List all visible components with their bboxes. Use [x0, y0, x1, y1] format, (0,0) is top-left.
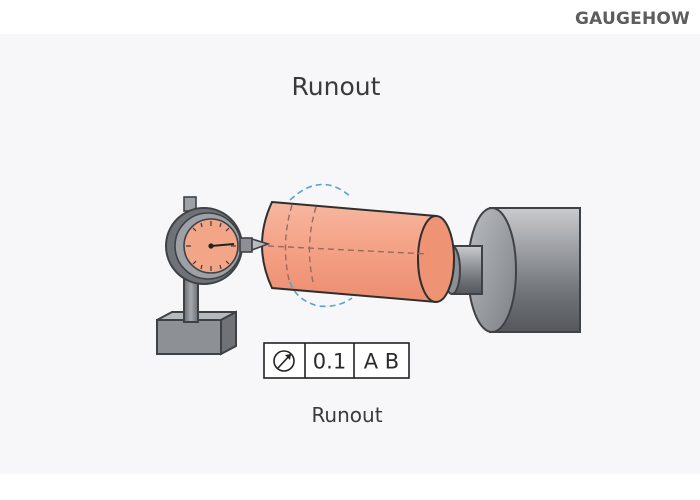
dial-plunger: [251, 237, 271, 252]
lathe-chuck: [443, 207, 581, 333]
dial-indicator: [165, 196, 271, 285]
feature-control-frame: 0.1 A B: [263, 342, 410, 379]
runout-path-back: [289, 183, 353, 201]
runout-path-front: [289, 281, 353, 308]
runout-arrow-icon: [273, 350, 295, 372]
diagram-title: Runout: [291, 72, 381, 101]
datum-references: A B: [364, 350, 399, 374]
brand-logo: GAUGEHOW: [575, 9, 690, 29]
dial-ticks: [186, 221, 236, 271]
indicator-stand: [156, 275, 237, 356]
diagram-caption: Runout: [311, 403, 383, 427]
dial-needle: [210, 243, 235, 247]
tolerance-value: 0.1: [313, 350, 346, 374]
cylindrical-part: [261, 200, 455, 304]
